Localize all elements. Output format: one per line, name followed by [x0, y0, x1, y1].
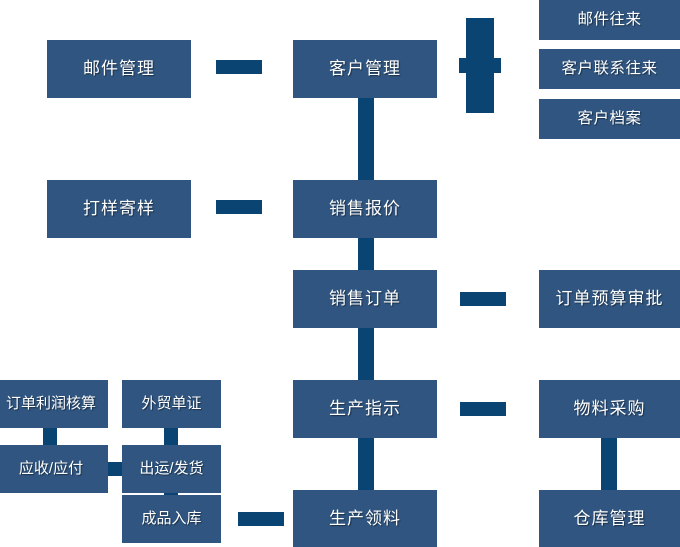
- connector-arap-to-shipping: [104, 462, 126, 476]
- node-shipping[interactable]: 出运/发货: [122, 445, 221, 493]
- connector-tradedoc-to-shipping: [164, 428, 178, 446]
- connector-sample-to-quote: [216, 200, 262, 214]
- node-prod_order[interactable]: 生产指示: [293, 380, 437, 438]
- node-label: 成品入库: [141, 509, 202, 527]
- node-label: 打样寄样: [83, 198, 155, 218]
- connector-customer-to-quote: [358, 98, 374, 180]
- connector-order-to-production: [358, 328, 374, 380]
- connector-production-to-picking: [358, 438, 374, 490]
- connector-customer-bracket-stub: [459, 58, 501, 73]
- node-label: 客户联系往来: [561, 60, 658, 78]
- node-warehouse[interactable]: 仓库管理: [539, 490, 680, 547]
- node-label: 销售报价: [329, 198, 401, 218]
- node-label: 订单利润核算: [5, 394, 96, 412]
- connector-order-to-budget: [460, 292, 506, 306]
- node-label: 销售订单: [329, 288, 401, 308]
- node-label: 物料采购: [573, 398, 646, 418]
- connector-production-to-material: [460, 402, 506, 416]
- node-label: 客户档案: [577, 110, 642, 128]
- node-sales_quote[interactable]: 销售报价: [293, 180, 437, 238]
- node-order_budget[interactable]: 订单预算审批: [539, 270, 680, 328]
- node-order_profit[interactable]: 订单利润核算: [0, 380, 108, 428]
- node-fg_inbound[interactable]: 成品入库: [122, 495, 221, 543]
- node-cust_contact[interactable]: 客户联系往来: [539, 49, 680, 89]
- node-sample_send[interactable]: 打样寄样: [47, 180, 191, 238]
- node-prod_picking[interactable]: 生产领料: [293, 490, 437, 547]
- node-trade_doc[interactable]: 外贸单证: [122, 380, 221, 428]
- node-mail_mgmt[interactable]: 邮件管理: [47, 40, 191, 98]
- node-label: 邮件往来: [577, 11, 642, 29]
- node-label: 出运/发货: [139, 459, 204, 477]
- connector-inbound-to-picking: [238, 512, 284, 526]
- node-label: 订单预算审批: [555, 288, 664, 308]
- node-sales_order[interactable]: 销售订单: [293, 270, 437, 328]
- connector-quote-to-order: [358, 238, 374, 270]
- node-label: 生产领料: [329, 508, 401, 528]
- connector-profit-to-arap: [43, 428, 57, 446]
- node-label: 邮件管理: [83, 58, 155, 78]
- node-customer_mgmt[interactable]: 客户管理: [293, 40, 437, 98]
- node-label: 仓库管理: [573, 508, 646, 528]
- node-ar_ap[interactable]: 应收/应付: [0, 445, 108, 493]
- connector-customer-bracket-bottom: [466, 73, 494, 113]
- node-label: 应收/应付: [18, 459, 84, 477]
- node-material_buy[interactable]: 物料采购: [539, 380, 680, 438]
- node-label: 客户管理: [329, 58, 401, 78]
- node-mail_exchange[interactable]: 邮件往来: [539, 0, 680, 40]
- node-cust_archive[interactable]: 客户档案: [539, 99, 680, 139]
- node-label: 外贸单证: [141, 394, 202, 412]
- node-label: 生产指示: [329, 398, 401, 418]
- connector-mail-to-customer: [216, 60, 262, 74]
- connector-material-to-warehouse: [601, 438, 617, 490]
- connector-customer-bracket-top: [466, 18, 494, 58]
